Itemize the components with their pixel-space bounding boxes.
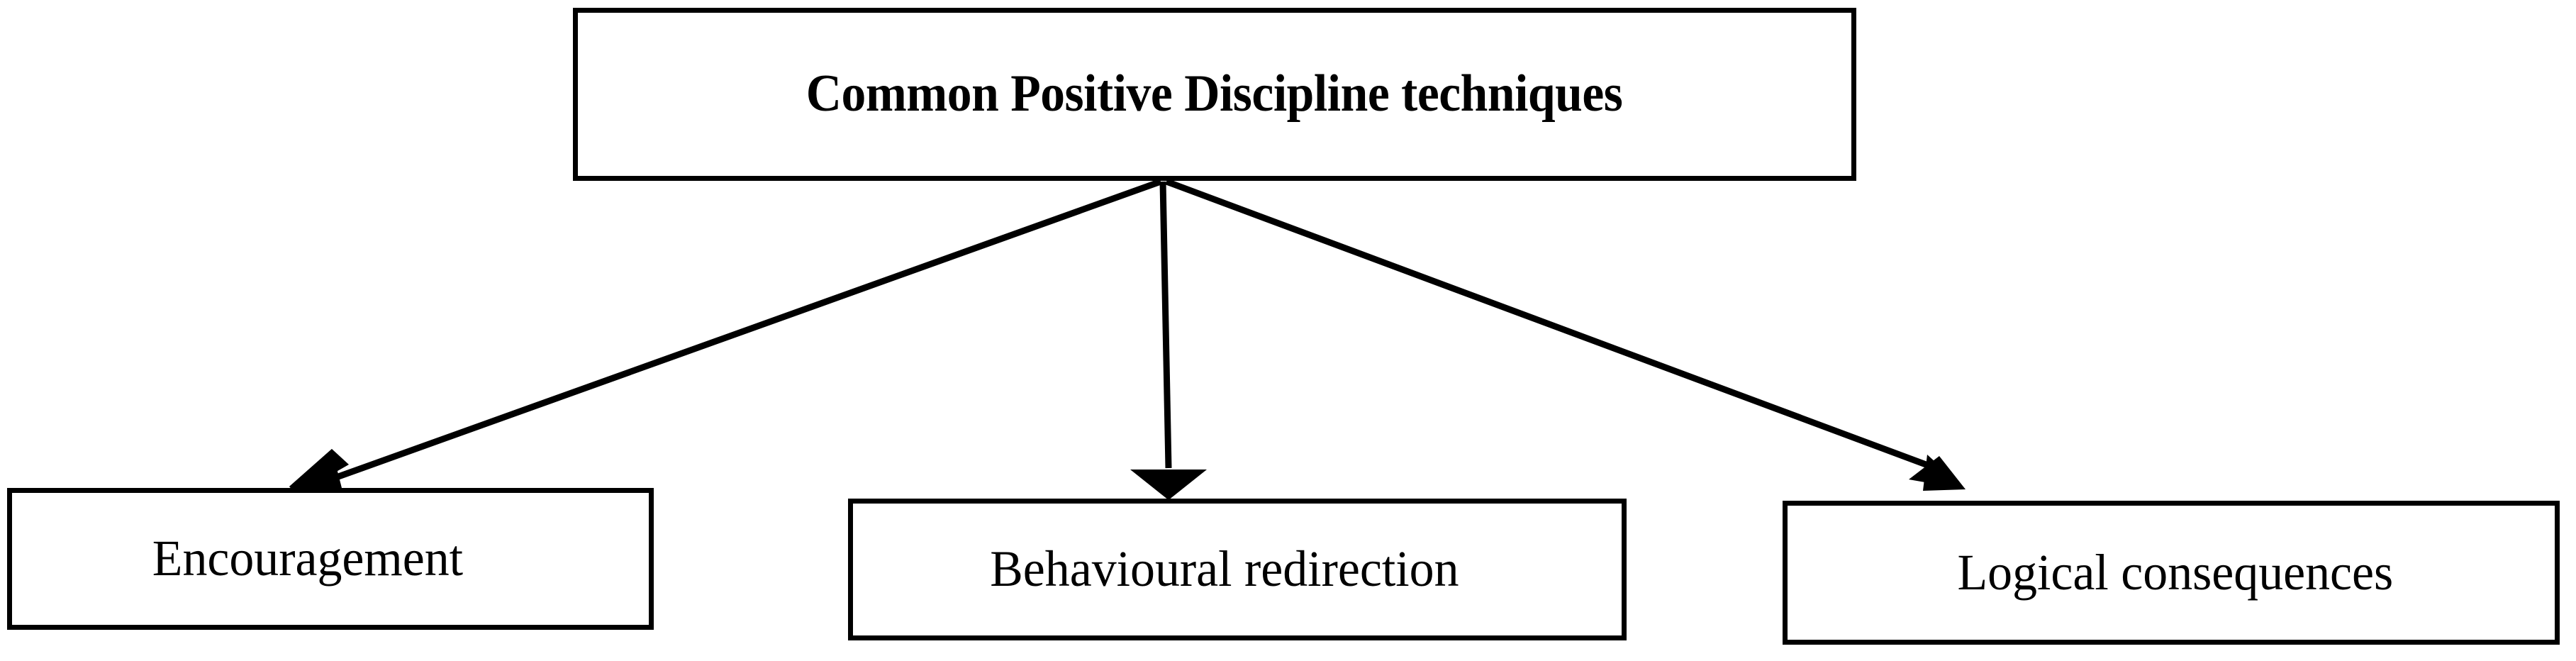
connector-root-to-encouragement	[289, 178, 1162, 496]
node-encouragement[interactable]: Encouragement	[7, 488, 654, 630]
node-encouragement-label: Encouragement	[152, 530, 464, 587]
connector-root-to-behavioural-redirection	[1130, 181, 1207, 500]
node-root-common-positive-discipline-techniques[interactable]: Common Positive Discipline techniques	[573, 8, 1856, 181]
node-root-label: Common Positive Discipline techniques	[806, 65, 1623, 123]
node-behavioural-redirection-label: Behavioural redirection	[990, 540, 1459, 598]
node-behavioural-redirection[interactable]: Behavioural redirection	[848, 499, 1627, 640]
connector-root-to-logical-consequences	[1165, 178, 1966, 491]
node-logical-consequences[interactable]: Logical consequences	[1783, 501, 2560, 645]
node-logical-consequences-label: Logical consequences	[1957, 543, 2394, 601]
